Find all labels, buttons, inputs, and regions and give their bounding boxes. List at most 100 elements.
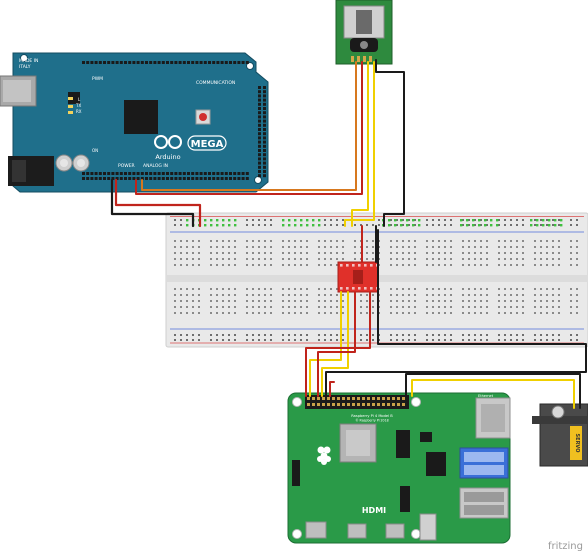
connected-hole xyxy=(306,219,309,222)
breadboard-hole xyxy=(264,264,266,266)
breadboard-hole xyxy=(282,258,284,260)
rail-hole xyxy=(336,224,338,226)
breadboard-hole xyxy=(306,300,308,302)
arduino-header-pin xyxy=(82,177,85,180)
breadboard-hole xyxy=(372,246,374,248)
connected-hole xyxy=(412,224,415,227)
breadboard-hole xyxy=(234,288,236,290)
breadboard-hole xyxy=(510,312,512,314)
breadboard-hole xyxy=(432,288,434,290)
rail-hole xyxy=(396,219,398,221)
rail-hole xyxy=(258,219,260,221)
breadboard-hole xyxy=(498,252,500,254)
arduino-headers xyxy=(82,61,266,180)
breadboard-hole xyxy=(414,264,416,266)
rail-hole xyxy=(474,219,476,221)
connected-hole xyxy=(306,224,309,227)
breadboard-hole xyxy=(486,252,488,254)
arduino-header-pin xyxy=(132,172,136,175)
breadboard-hole xyxy=(186,312,188,314)
arduino-header-pin xyxy=(212,172,216,175)
arduino-header-pin xyxy=(182,172,186,175)
connected-hole xyxy=(282,224,285,227)
breadboard-hole xyxy=(216,300,218,302)
connected-hole xyxy=(312,224,315,227)
arduino-header-pin xyxy=(149,61,153,64)
breadboard-hole xyxy=(402,312,404,314)
arduino-header-pin xyxy=(263,102,266,106)
breadboard-hole xyxy=(480,252,482,254)
arduino-header-pin xyxy=(258,174,261,178)
breadboard-hole xyxy=(252,252,254,254)
arduino-header-pin xyxy=(258,102,261,106)
breadboard-hole xyxy=(540,294,542,296)
arduino-header-pin xyxy=(263,111,266,115)
arduino-header-pin xyxy=(124,177,127,180)
rail-hole xyxy=(432,219,434,221)
breadboard-hole xyxy=(468,240,470,242)
shifter-pin xyxy=(340,264,343,267)
breadboard-hole xyxy=(246,300,248,302)
breadboard-hole xyxy=(450,288,452,290)
arduino-header-pin xyxy=(115,61,119,64)
breadboard-hole xyxy=(498,264,500,266)
connected-hole xyxy=(530,224,533,227)
arduino-header-pin xyxy=(182,61,186,64)
gpio-pin xyxy=(347,403,350,406)
rail-hole xyxy=(396,339,398,341)
arduino-header-pin xyxy=(258,132,261,136)
arduino-header-pin xyxy=(263,115,266,119)
rail-hole xyxy=(408,224,410,226)
breadboard-hole xyxy=(504,288,506,290)
breadboard-hole xyxy=(516,288,518,290)
breadboard-hole xyxy=(198,312,200,314)
rail-hole xyxy=(534,224,536,226)
rail-hole xyxy=(210,339,212,341)
arduino-header-pin xyxy=(199,172,203,175)
pi-usb3-slot xyxy=(464,452,504,462)
breadboard-hole xyxy=(294,246,296,248)
gpio-pin xyxy=(367,397,370,400)
breadboard-hole xyxy=(486,294,488,296)
wires xyxy=(110,59,587,409)
breadboard-hole xyxy=(246,288,248,290)
breadboard-hole xyxy=(306,252,308,254)
gpio-pin xyxy=(387,397,390,400)
arduino-logo: Arduino xyxy=(154,135,182,161)
breadboard-hole xyxy=(432,264,434,266)
breadboard-hole xyxy=(414,288,416,290)
breadboard-hole xyxy=(210,240,212,242)
rail-hole xyxy=(486,219,488,221)
rail-hole xyxy=(462,224,464,226)
rail-hole xyxy=(474,334,476,336)
breadboard-hole xyxy=(210,306,212,308)
breadboard-hole xyxy=(546,306,548,308)
rail-hole xyxy=(414,219,416,221)
connected-hole xyxy=(394,219,397,222)
breadboard-hole xyxy=(198,252,200,254)
breadboard-hole xyxy=(366,240,368,242)
connected-hole xyxy=(484,219,487,222)
breadboard-hole xyxy=(282,264,284,266)
gpio-pin xyxy=(332,397,335,400)
gpio-pin xyxy=(307,397,310,400)
rail-hole xyxy=(486,224,488,226)
gpio-pin xyxy=(342,397,345,400)
breadboard-hole xyxy=(558,306,560,308)
arduino-header-pin xyxy=(220,172,224,175)
breadboard-hole xyxy=(294,300,296,302)
breadboard-hole xyxy=(342,306,344,308)
breadboard-hole xyxy=(504,264,506,266)
breadboard-hole xyxy=(570,306,572,308)
shifter-pin xyxy=(346,264,349,267)
breadboard-hole xyxy=(234,240,236,242)
rail-hole xyxy=(306,339,308,341)
breadboard-hole xyxy=(474,312,476,314)
rail-hole xyxy=(174,219,176,221)
breadboard-hole xyxy=(516,252,518,254)
breadboard-hole xyxy=(234,294,236,296)
breadboard-hole xyxy=(474,264,476,266)
breadboard-hole xyxy=(462,300,464,302)
led-on-label: ON xyxy=(92,148,98,153)
breadboard-hole xyxy=(366,246,368,248)
